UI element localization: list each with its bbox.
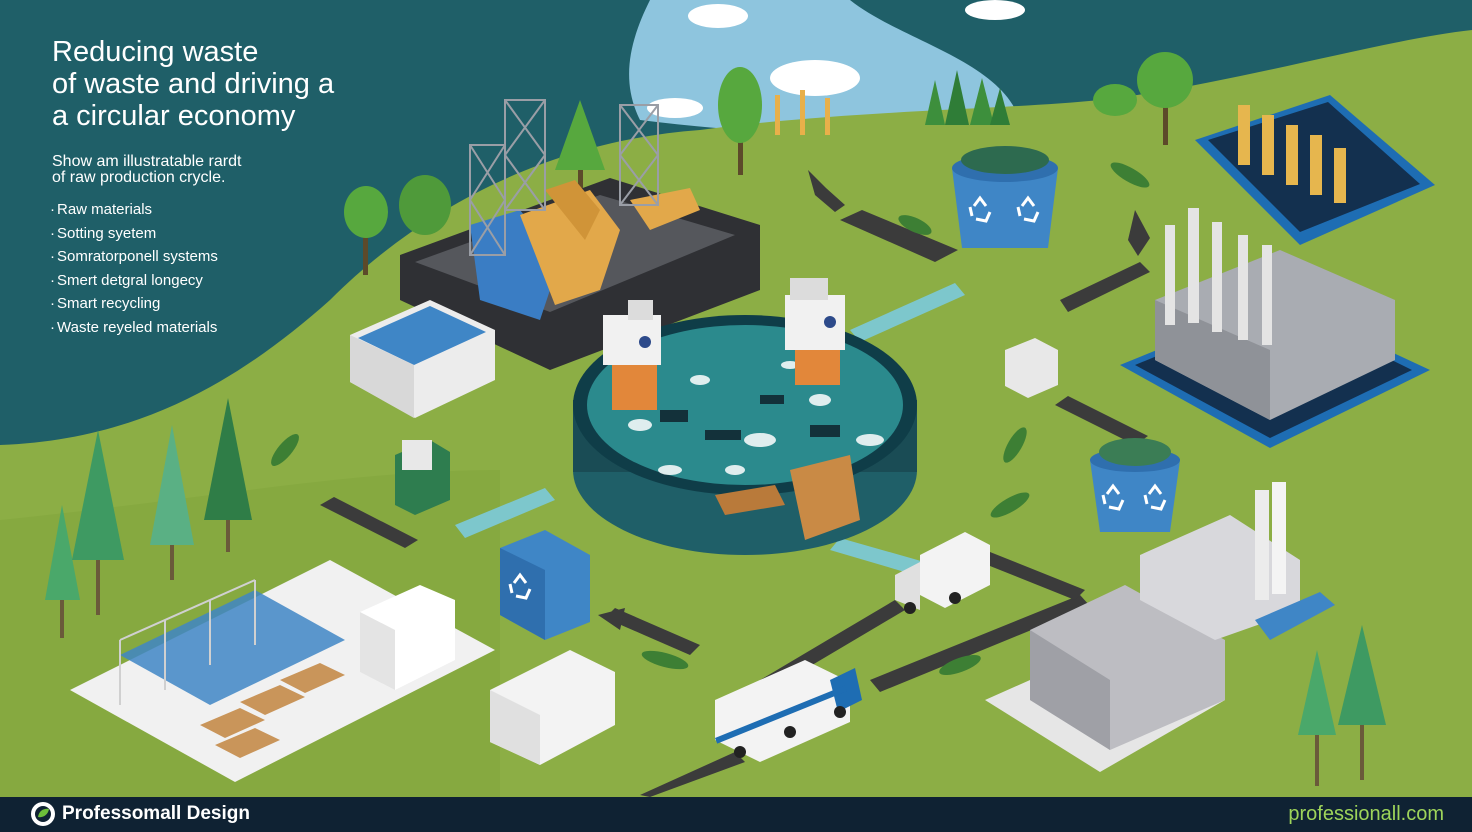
left-forest [45, 398, 252, 638]
list-item: Sotting syetem [50, 222, 218, 246]
flow-arrow-icon [598, 170, 1150, 630]
right-forest [1298, 625, 1386, 786]
intro-line: Show am illustratable rardt [52, 153, 242, 170]
tree-icon [555, 100, 605, 190]
distant-forest [775, 70, 1010, 135]
footer-bar: Professomall Design professionall.com [0, 797, 1472, 832]
circular-economy-scene [0, 0, 1472, 797]
title-line: Reducing waste [52, 36, 259, 68]
small-vehicle [1005, 338, 1058, 398]
cloud-icon [647, 98, 703, 118]
sorting-robot-icon [785, 278, 845, 385]
sorting-robot-icon [603, 300, 661, 410]
brand-url[interactable]: professionall.com [1288, 803, 1444, 825]
factory-icon [985, 482, 1335, 772]
sorting-containers [350, 300, 495, 418]
list-item: Smart recycling [50, 292, 218, 316]
small-vehicle [395, 440, 450, 515]
warehouse [70, 560, 495, 782]
cloud-icon [965, 0, 1025, 20]
feature-list: Raw materials Sotting syetem Somratorpon… [50, 198, 218, 339]
recycling-bin-icon [952, 146, 1058, 248]
intro-text: Show am illustratable rardt of raw produ… [52, 154, 241, 186]
cloud-icon [770, 60, 860, 96]
list-item: Waste reyeled materials [50, 316, 218, 340]
recycling-container [500, 530, 590, 640]
leaf-decoration [271, 162, 1150, 675]
storage-boxes [490, 650, 615, 765]
list-item: Raw materials [50, 198, 218, 222]
energy-facility [1195, 95, 1435, 245]
factory-icon [1120, 208, 1430, 448]
page-title: Reducing waste of waste and driving a a … [52, 36, 334, 132]
leaf-logo-icon [31, 802, 55, 826]
truck-icon [714, 660, 862, 762]
intro-line: of raw production crycle. [52, 169, 226, 186]
title-line: a circular economy [52, 100, 296, 132]
raw-materials-mine [400, 99, 760, 370]
list-item: Smert detgral longecy [50, 269, 218, 293]
brand-name: Professomall Design [62, 803, 250, 824]
tree-icon [344, 175, 451, 275]
cloud-icon [688, 4, 748, 28]
tree-icon [1093, 52, 1193, 145]
truck-icon [895, 532, 990, 614]
title-line: of waste and driving a [52, 68, 335, 100]
recycling-bin-icon [1090, 438, 1180, 532]
conveyor-paths [320, 210, 1150, 797]
tree-icon [718, 67, 762, 175]
list-item: Somratorponell systems [50, 245, 218, 269]
